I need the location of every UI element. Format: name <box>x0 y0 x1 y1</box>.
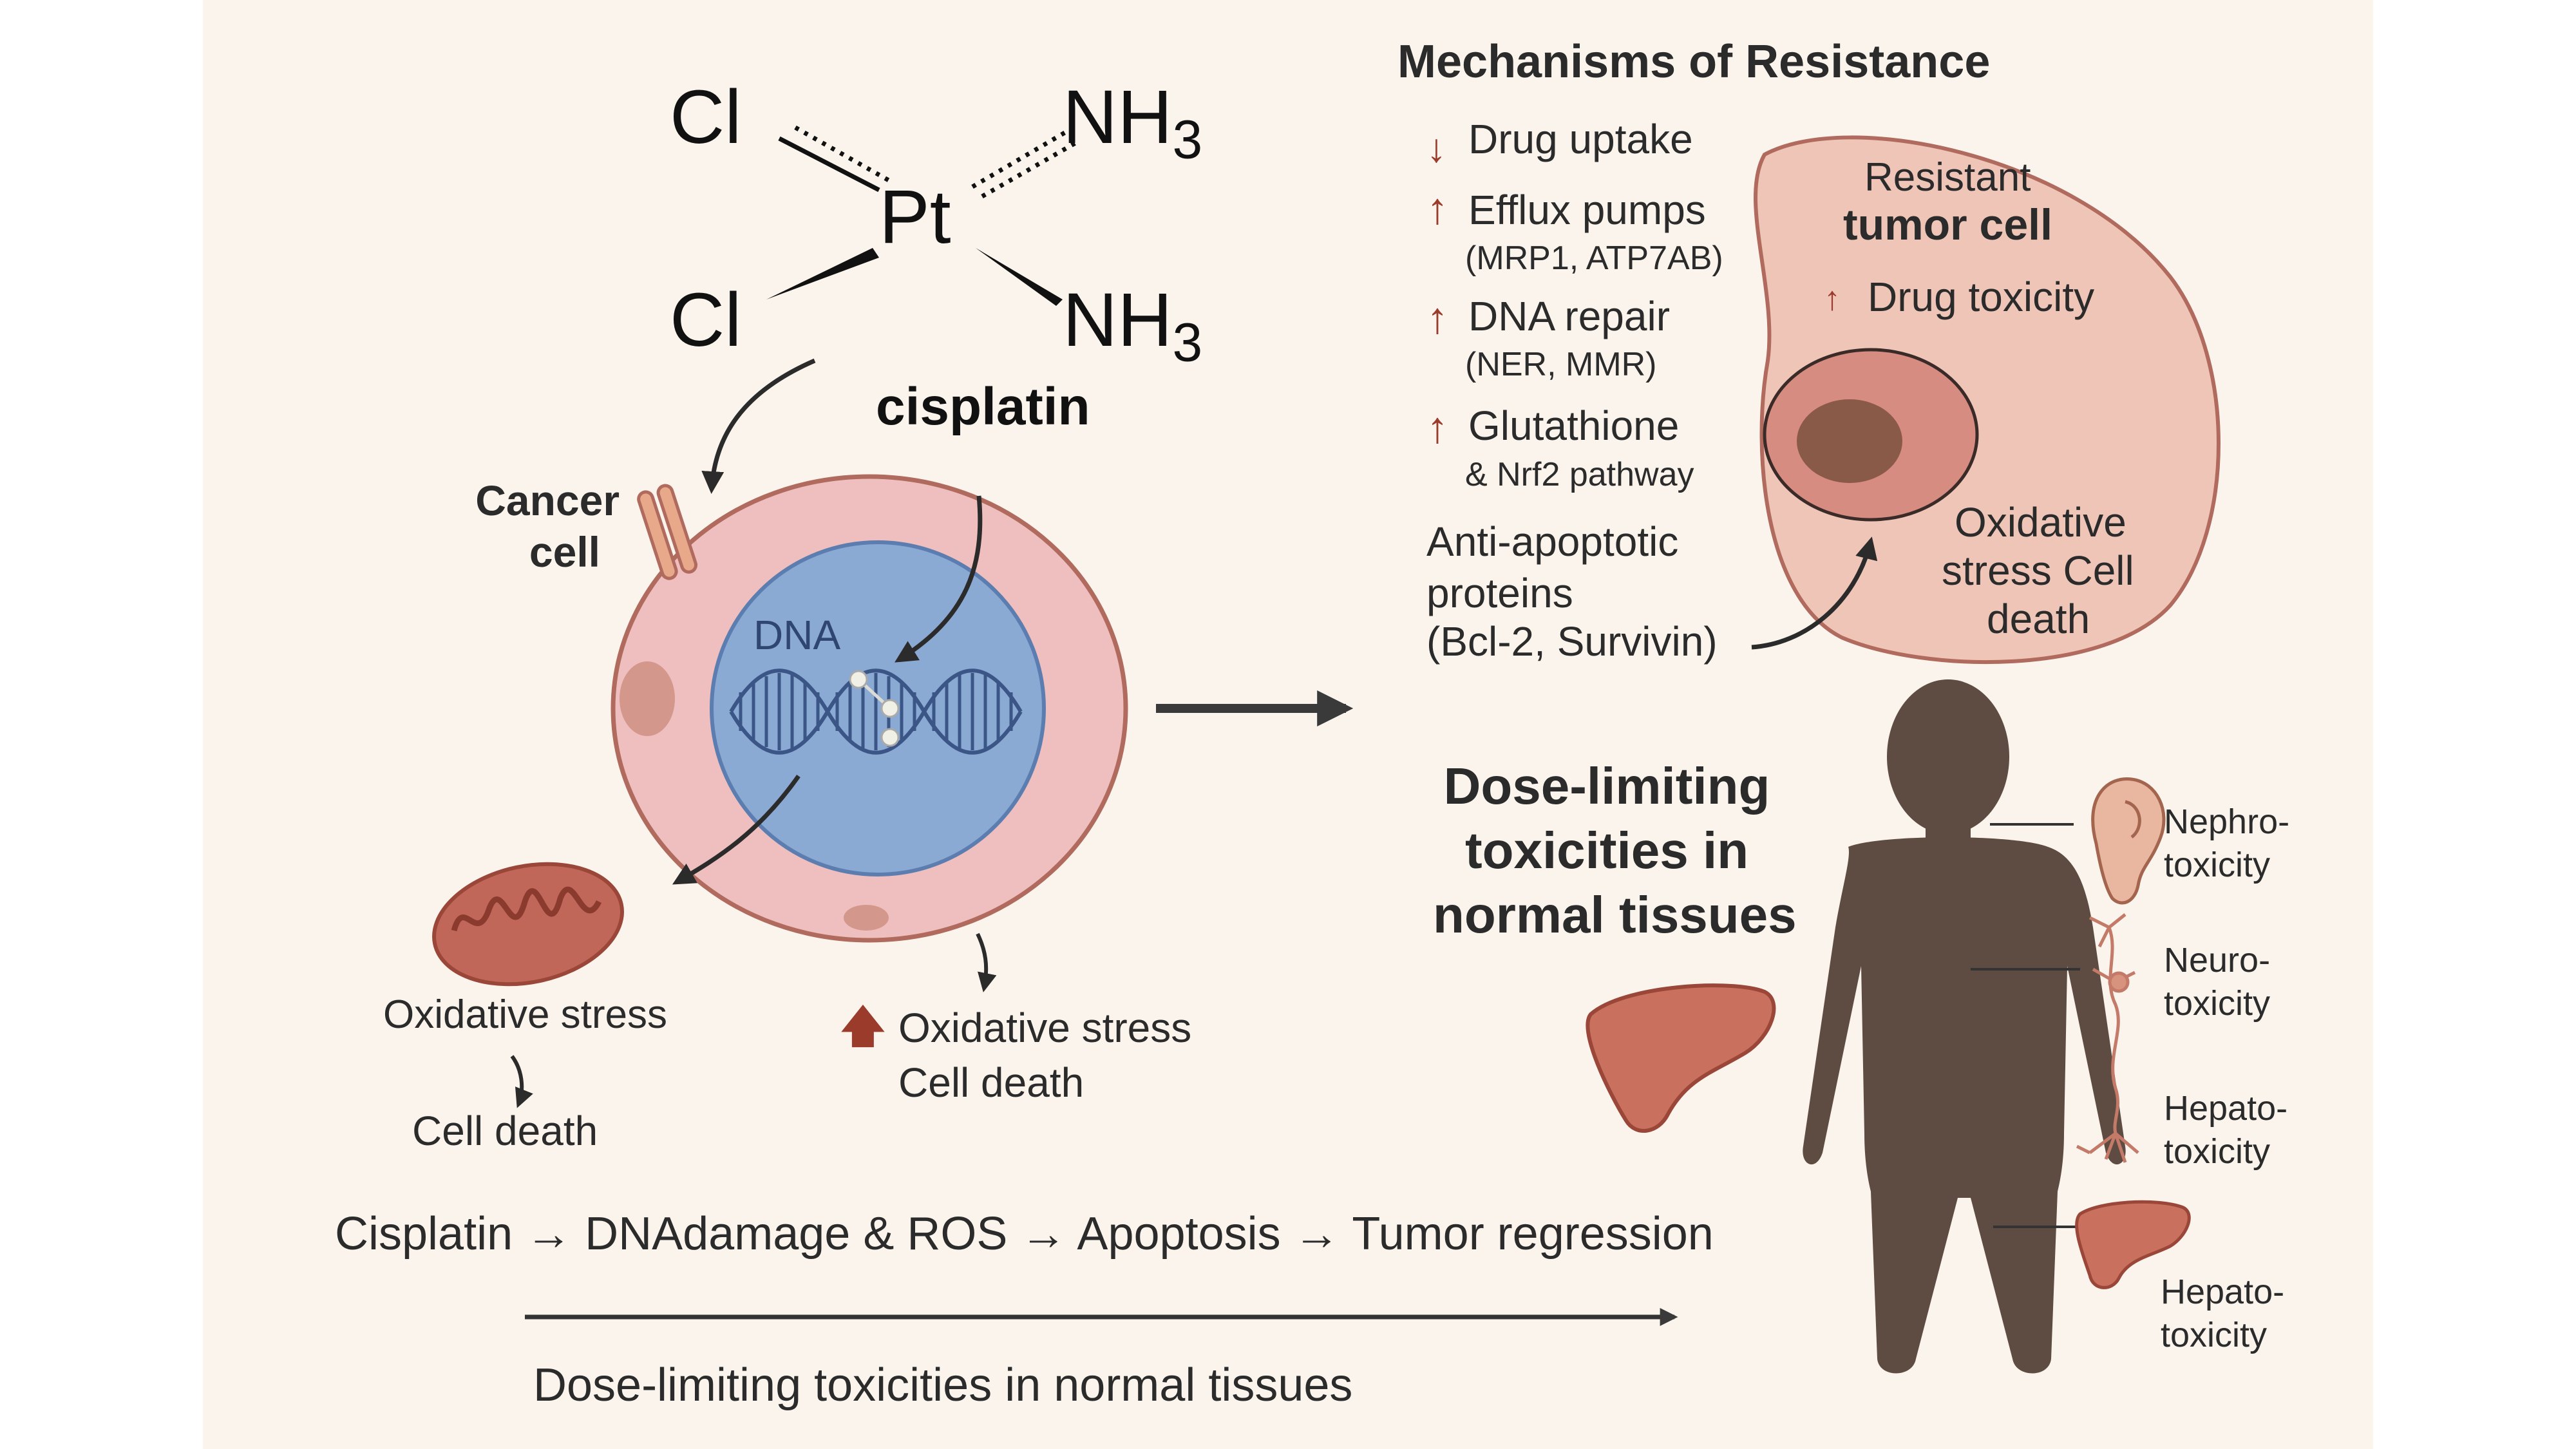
dna-label: DNA <box>753 612 841 658</box>
anti-apoptotic-arrow <box>1751 536 1878 650</box>
resistant-cell-label-line2: tumor cell <box>1843 200 2052 249</box>
human-body-icon <box>1803 679 2126 1374</box>
organ-label-line1: Hepato- <box>2164 1089 2288 1128</box>
cancer-cell-graphic <box>611 474 1128 943</box>
chlorine-bottom-label: Cl <box>670 278 742 363</box>
ammonia-bottom-label: NH3 <box>1063 277 1202 374</box>
ammonia-bottom-subscript: 3 <box>1172 312 1203 373</box>
pathway-flow: Cisplatin → DNAdamage & ROS → Apoptosis … <box>335 1208 1714 1260</box>
resistance-item-label: Glutathione <box>1468 402 1680 449</box>
nerve-graphic <box>2076 913 2139 1163</box>
resistance-item-detail: & Nrf2 pathway <box>1465 456 1694 493</box>
cisplatin-bonds <box>766 125 1077 306</box>
organ-label-line1: Nephro- <box>2164 802 2290 841</box>
mito-death-arrow <box>510 1055 533 1108</box>
resistant-stress-line1: Oxidative <box>1955 499 2126 545</box>
resistance-item-label: Efflux pumps <box>1468 187 1706 233</box>
nucleus-entry-arrow <box>895 495 983 663</box>
ammonia-top-label: NH3 <box>1063 74 1202 171</box>
ammonia-top-subscript: 3 <box>1172 109 1203 170</box>
nucleus-effect-line1: Oxidative stress <box>898 1005 1192 1051</box>
up-arrow-icon: ↑ <box>1824 280 1841 317</box>
organ-label-line1: Neuro- <box>2164 941 2271 980</box>
drug-toxicity-label: Drug toxicity <box>1868 274 2095 320</box>
small-liver-graphic <box>2075 1200 2191 1289</box>
mito-effect-label: Oxidative stress <box>383 992 668 1037</box>
resistance-item-label: DNA repair <box>1468 293 1670 339</box>
up-arrow-icon: 🡅 <box>840 1002 886 1051</box>
chlorine-top-label: Cl <box>670 75 742 160</box>
resistant-cell-label-line1: Resistant <box>1864 155 2031 200</box>
toxicity-title-line3: normal tissues <box>1433 886 1797 943</box>
resistance-item-detail: (NER, MMR) <box>1465 346 1657 383</box>
organ-label-line1: Hepato- <box>2161 1273 2285 1311</box>
mito-outcome-label: Cell death <box>412 1108 598 1154</box>
anti-apoptotic-line2: proteins <box>1426 570 1573 616</box>
nucleus-effect-line2: Cell death <box>898 1059 1084 1106</box>
resistant-stress-line2: stress Cell <box>1942 547 2134 594</box>
toxicity-title-line1: Dose-limiting <box>1443 757 1770 815</box>
toxicity-title-line2: toxicities in <box>1464 822 1749 879</box>
up-arrow-icon: ↑ <box>1426 403 1448 452</box>
ammonia-bottom-text: NH <box>1063 278 1173 363</box>
resistant-cell-graphic <box>1754 135 2221 665</box>
anti-apoptotic-line1: Anti-apoptotic <box>1426 518 1679 565</box>
resistant-stress-line3: death <box>1987 596 2090 642</box>
organ-label-line2: toxicity <box>2164 1132 2271 1171</box>
ammonia-top-text: NH <box>1063 75 1173 160</box>
anti-apoptotic-line3: (Bcl-2, Survivin) <box>1426 618 1718 665</box>
organ-label-line2: toxicity <box>2164 846 2271 884</box>
cisplatin-name: cisplatin <box>876 377 1090 436</box>
cell-death-arrow <box>976 933 997 992</box>
cancer-cell-label-line2: cell <box>529 528 600 576</box>
ear-graphic <box>2091 777 2166 905</box>
pathway-footer: Dose-limiting toxicities in normal tissu… <box>533 1359 1353 1411</box>
uptake-arrow <box>701 358 816 494</box>
mitochondrion-graphic <box>432 862 624 987</box>
organ-leader-lines <box>1971 823 2080 1228</box>
down-arrow-icon: ↓ <box>1426 126 1446 171</box>
resistance-item-detail: (MRP1, ATP7AB) <box>1465 240 1723 277</box>
resistance-title: Mechanisms of Resistance <box>1397 36 1991 88</box>
up-arrow-icon: ↑ <box>1426 184 1448 233</box>
up-arrow-icon: ↑ <box>1426 294 1448 343</box>
organ-label-line2: toxicity <box>2161 1316 2268 1354</box>
platinum-label: Pt <box>879 175 951 260</box>
big-liver-graphic <box>1586 983 1776 1133</box>
mitochondria-arrow <box>672 774 800 885</box>
resistance-item-label: Drug uptake <box>1468 116 1693 162</box>
cancer-cell-label-line1: Cancer <box>475 477 620 524</box>
organ-label-line2: toxicity <box>2164 984 2271 1023</box>
